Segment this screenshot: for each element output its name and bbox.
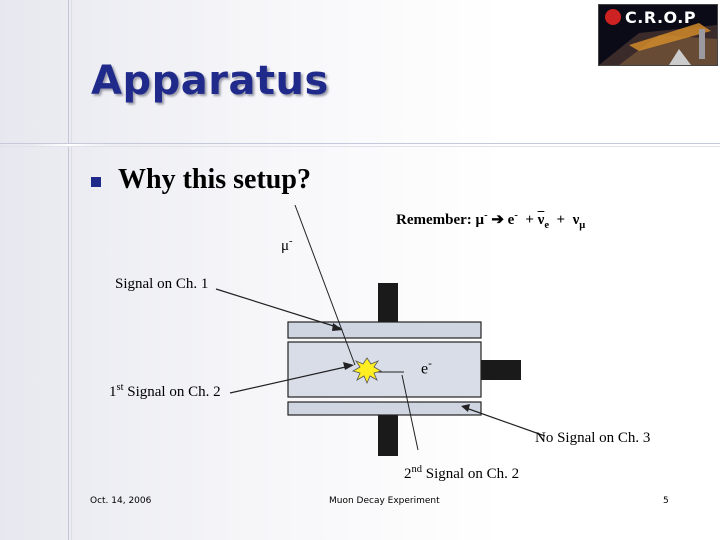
arrow-head <box>332 323 343 331</box>
logo-text: C.R.O.P <box>625 8 697 27</box>
muon-track <box>294 204 356 366</box>
arrow-head <box>343 362 354 370</box>
equation-electron: e <box>507 212 515 228</box>
pmt-right <box>476 360 521 380</box>
electron-label-line <box>401 374 419 451</box>
signal-ch2-second-label: 2nd Signal on Ch. 2 <box>404 464 519 483</box>
electron-label: e- <box>421 358 432 378</box>
decorative-horizontal-line <box>0 143 720 144</box>
muon-symbol: μ <box>281 238 290 254</box>
equation-neutrino-sub: μ <box>579 220 586 231</box>
decorative-sparkle <box>30 144 110 146</box>
equation-muon-charge: - <box>484 210 488 221</box>
label-rest: Signal on Ch. 2 <box>422 466 520 482</box>
pmt-bottom <box>378 410 398 456</box>
bullet-text: Why this setup? <box>118 164 311 195</box>
equation-prefix: Remember: <box>396 212 476 228</box>
equation-antineutrino-sub: e <box>544 220 549 231</box>
signal-ch2-first-label: 1st Signal on Ch. 2 <box>109 382 221 401</box>
equation-antineutrino: ν <box>537 212 545 228</box>
decorative-vertical-line <box>68 0 69 540</box>
equation-electron-charge: - <box>514 210 518 221</box>
bullet-marker <box>91 177 101 187</box>
scintillator-ch1 <box>287 321 482 339</box>
decorative-vertical-line <box>71 0 72 540</box>
crop-logo: C.R.O.P <box>598 4 718 66</box>
detector-ch2 <box>287 341 482 398</box>
ordinal-number: 1 <box>109 384 117 400</box>
scintillator-ch3 <box>287 401 482 416</box>
label-rest: Signal on Ch. 2 <box>123 384 221 400</box>
ordinal-suffix: nd <box>411 464 423 475</box>
footer-title: Muon Decay Experiment <box>329 496 440 506</box>
equation-muon: μ <box>475 212 485 228</box>
arrow-signal-ch1 <box>215 288 341 329</box>
decay-equation: Remember: μ- ➔ e- + νe + νμ <box>396 210 585 231</box>
arrow-signal-ch2-first <box>229 365 351 394</box>
muon-charge: - <box>289 236 293 247</box>
slide-title: Apparatus <box>91 58 329 104</box>
equation-neutrino: ν <box>572 212 580 228</box>
muon-label: μ- <box>281 236 293 255</box>
decorative-horizontal-line <box>0 146 720 147</box>
arrow-icon: ➔ <box>491 212 504 228</box>
logo-graphic <box>599 5 717 65</box>
electron-charge: - <box>428 358 432 370</box>
ordinal-number: 2 <box>404 466 412 482</box>
signal-ch1-label: Signal on Ch. 1 <box>115 276 209 292</box>
arrow-no-signal-ch3 <box>465 407 546 437</box>
equation-plus: + <box>556 212 566 228</box>
footer-date: Oct. 14, 2006 <box>90 496 152 506</box>
no-signal-ch3-label: No Signal on Ch. 3 <box>535 430 651 446</box>
electron-symbol: e <box>421 360 429 378</box>
equation-plus: + <box>525 212 534 228</box>
pmt-top <box>378 283 398 325</box>
decay-flash-icon <box>351 357 383 385</box>
page-number: 5 <box>663 496 669 506</box>
arrow-head <box>461 404 470 412</box>
ordinal-suffix: st <box>116 382 124 393</box>
